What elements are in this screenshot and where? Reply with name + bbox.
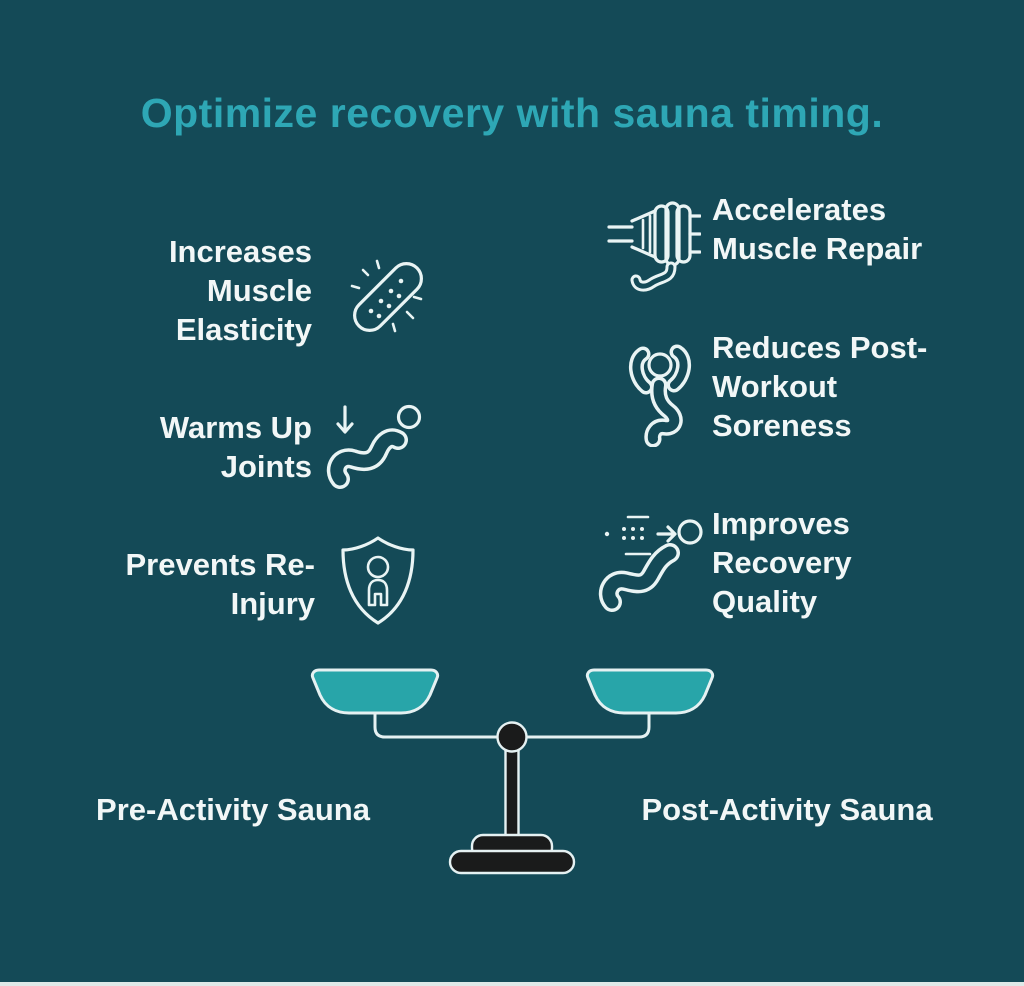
- benefit-label-increases-muscle-elasticity: Increases Muscle Elasticity: [168, 234, 312, 347]
- scale-left-pan: [310, 668, 440, 715]
- post-activity-sauna-label: Post-Activity Sauna: [641, 792, 933, 827]
- muscle-fiber-repair-icon: [605, 180, 701, 298]
- benefit-label-reduces-post-workout-soreness: Reduces Post-Workout Soreness: [712, 330, 928, 443]
- stretching-person-icon: [616, 335, 704, 447]
- benefit-label-accelerates-muscle-repair: Accelerates Muscle Repair: [712, 192, 923, 266]
- benefit-label-prevents-re-injury: Prevents Re-Injury: [125, 547, 315, 621]
- scale-base-lower: [448, 849, 576, 875]
- benefit-label-warms-up-joints: Warms Up Joints: [159, 410, 312, 484]
- bottom-edge-strip: [0, 982, 1024, 986]
- page-title: Optimize recovery with sauna timing.: [140, 90, 884, 136]
- scale-pole: [504, 737, 520, 847]
- scale-right-pan: [585, 668, 715, 715]
- balance-scale-graphic: [280, 655, 744, 877]
- arrow-down-stretching-body-icon: [325, 400, 425, 495]
- shield-person-icon: [337, 533, 419, 630]
- pre-activity-sauna-label: Pre-Activity Sauna: [96, 792, 370, 827]
- benefit-label-improves-recovery-quality: Improves Recovery Quality: [712, 506, 852, 619]
- scale-pivot: [496, 721, 528, 753]
- recovery-motion-body-icon: [598, 506, 706, 616]
- muscle-bandage-sparkle-icon: [330, 240, 442, 352]
